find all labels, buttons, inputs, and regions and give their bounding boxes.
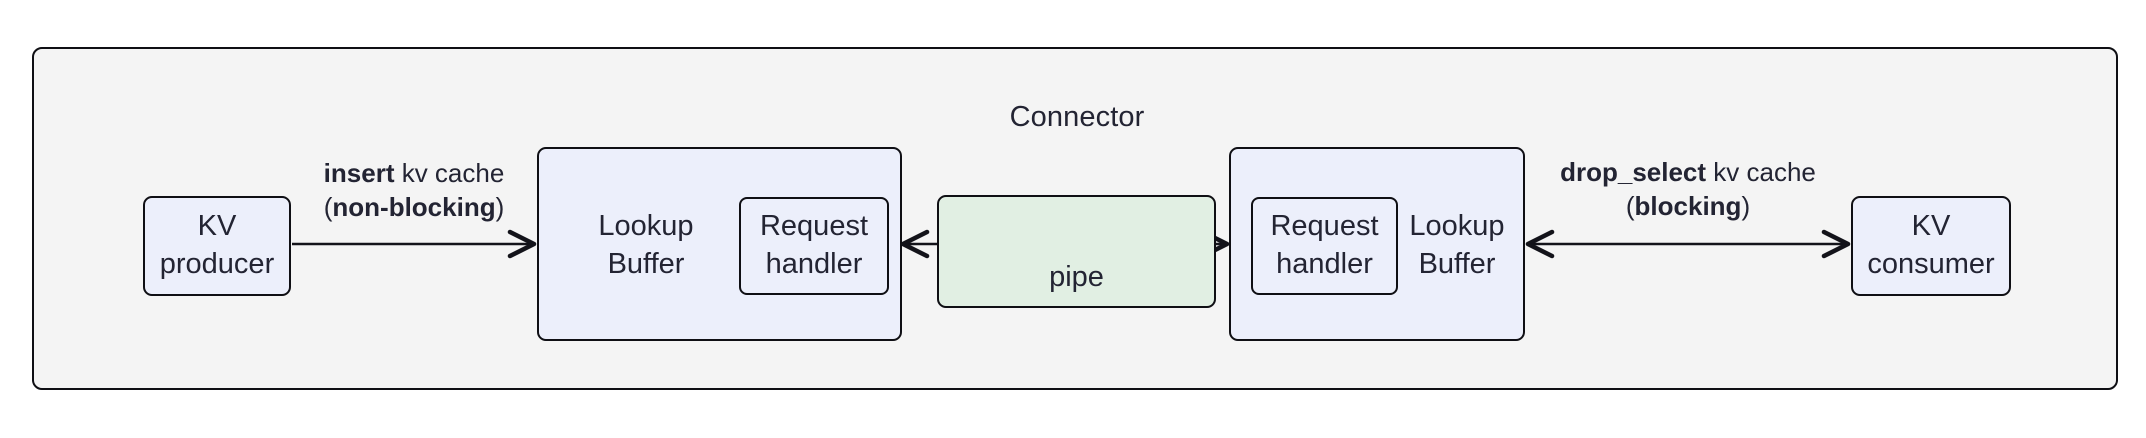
edge-label-insert-paren-open: ( xyxy=(323,192,333,223)
node-request-handler-right[interactable]: Request handler xyxy=(1251,197,1398,295)
node-lookup-buffer-left-label: Lookup Buffer xyxy=(598,210,694,280)
edge-label-drop-select: drop_select kv cache (blocking) xyxy=(1525,155,1851,224)
edge-label-drop-select-paren-close: ) xyxy=(1741,191,1751,222)
node-pipe[interactable]: pipe xyxy=(937,195,1216,308)
edge-label-drop-select-paren-open: ( xyxy=(1625,191,1635,222)
edge-label-insert-mode: non-blocking xyxy=(332,192,496,223)
edge-label-drop-select-line2: (blocking) xyxy=(1525,189,1851,223)
node-kv-producer-label: KV producer xyxy=(159,210,275,280)
node-lookup-buffer-right-label: Lookup Buffer xyxy=(1409,210,1505,280)
edge-label-drop-select-line1: drop_select kv cache xyxy=(1525,155,1851,189)
node-lookup-buffer-left[interactable]: Lookup Buffer Request handler xyxy=(537,147,902,341)
node-kv-producer[interactable]: KV producer xyxy=(143,196,291,296)
edge-label-drop-select-bold: drop_select xyxy=(1560,157,1707,187)
edge-label-insert-line1: insert kv cache xyxy=(291,156,537,190)
edge-label-insert-paren-close: ) xyxy=(495,192,505,223)
edge-label-insert: insert kv cache (non-blocking) xyxy=(291,156,537,225)
edge-label-insert-line2: (non-blocking) xyxy=(291,190,537,224)
node-kv-consumer[interactable]: KV consumer xyxy=(1851,196,2011,296)
edge-label-insert-plain: kv cache xyxy=(394,158,505,188)
connector-title: Connector xyxy=(1009,101,1145,133)
node-pipe-label: pipe xyxy=(1049,261,1104,293)
edge-label-insert-bold: insert xyxy=(323,158,395,188)
node-request-handler-left[interactable]: Request handler xyxy=(739,197,889,295)
node-lookup-buffer-right[interactable]: Request handler Lookup Buffer xyxy=(1229,147,1525,341)
node-kv-consumer-label: KV consumer xyxy=(1867,210,1995,280)
edge-label-drop-select-mode: blocking xyxy=(1634,191,1742,222)
edge-label-drop-select-plain: kv cache xyxy=(1706,157,1816,187)
